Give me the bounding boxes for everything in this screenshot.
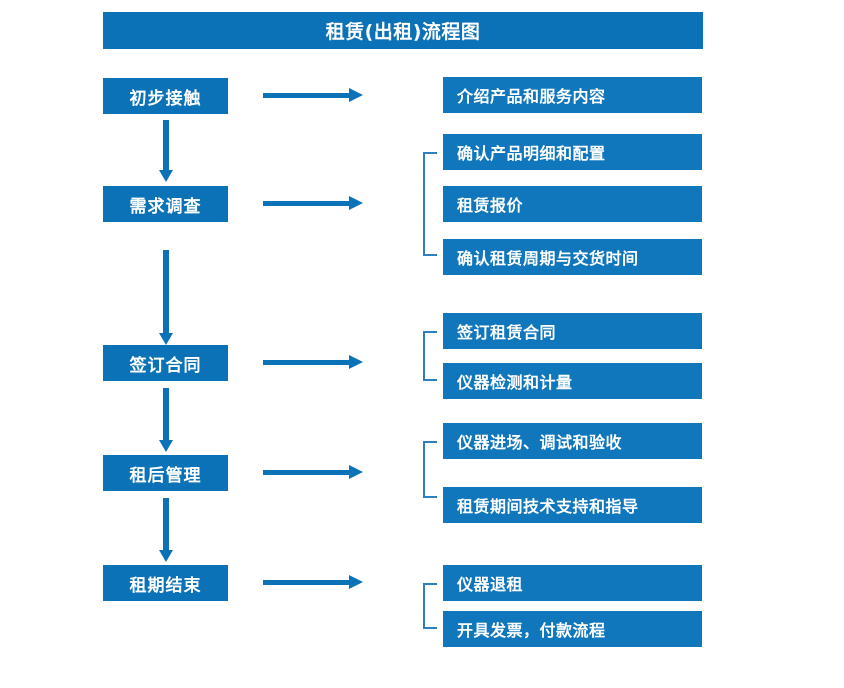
arrow-shaft xyxy=(163,388,169,440)
vertical-arrow-4-to-5 xyxy=(159,498,173,562)
arrow-head-down-icon xyxy=(159,440,173,452)
arrow-shaft xyxy=(163,120,169,170)
arrow-head-down-icon xyxy=(159,170,173,182)
group-bracket-2 xyxy=(423,152,437,256)
group-bracket-5 xyxy=(423,583,437,629)
arrow-shaft xyxy=(263,201,351,206)
stage-box-4[interactable]: 租后管理 xyxy=(103,455,228,491)
horizontal-arrow-stage-5 xyxy=(263,575,363,589)
stage-box-1[interactable]: 初步接触 xyxy=(103,78,228,114)
detail-box-g4-1[interactable]: 仪器进场、调试和验收 xyxy=(443,423,702,459)
detail-box-g2-2[interactable]: 租赁报价 xyxy=(443,186,702,222)
detail-box-g1-1[interactable]: 介绍产品和服务内容 xyxy=(443,77,702,113)
detail-box-g5-1[interactable]: 仪器退租 xyxy=(443,565,702,601)
stage-box-3[interactable]: 签订合同 xyxy=(103,345,228,381)
arrow-head-right-icon xyxy=(349,575,363,589)
arrow-head-right-icon xyxy=(349,465,363,479)
detail-box-g3-2[interactable]: 仪器检测和计量 xyxy=(443,363,702,399)
arrow-shaft xyxy=(163,250,169,333)
horizontal-arrow-stage-4 xyxy=(263,465,363,479)
horizontal-arrow-stage-2 xyxy=(263,196,363,210)
arrow-shaft xyxy=(263,93,351,98)
group-bracket-4 xyxy=(423,441,437,498)
arrow-head-down-icon xyxy=(159,550,173,562)
arrow-shaft xyxy=(263,580,351,585)
detail-box-g4-2[interactable]: 租赁期间技术支持和指导 xyxy=(443,487,702,523)
arrow-head-right-icon xyxy=(349,196,363,210)
arrow-shaft xyxy=(263,360,351,365)
arrow-shaft xyxy=(263,470,351,475)
detail-box-g5-2[interactable]: 开具发票，付款流程 xyxy=(443,611,702,647)
detail-box-g3-1[interactable]: 签订租赁合同 xyxy=(443,313,702,349)
group-bracket-3 xyxy=(423,331,437,381)
vertical-arrow-1-to-2 xyxy=(159,120,173,182)
arrow-head-down-icon xyxy=(159,333,173,345)
detail-box-g2-1[interactable]: 确认产品明细和配置 xyxy=(443,134,702,170)
horizontal-arrow-stage-1 xyxy=(263,88,363,102)
stage-box-2[interactable]: 需求调查 xyxy=(103,186,228,222)
detail-box-g2-3[interactable]: 确认租赁周期与交货时间 xyxy=(443,239,702,275)
horizontal-arrow-stage-3 xyxy=(263,355,363,369)
diagram-title: 租赁(出租)流程图 xyxy=(103,12,703,49)
arrow-head-right-icon xyxy=(349,88,363,102)
vertical-arrow-2-to-3 xyxy=(159,250,173,345)
arrow-head-right-icon xyxy=(349,355,363,369)
arrow-shaft xyxy=(163,498,169,550)
vertical-arrow-3-to-4 xyxy=(159,388,173,452)
stage-box-5[interactable]: 租期结束 xyxy=(103,565,228,601)
